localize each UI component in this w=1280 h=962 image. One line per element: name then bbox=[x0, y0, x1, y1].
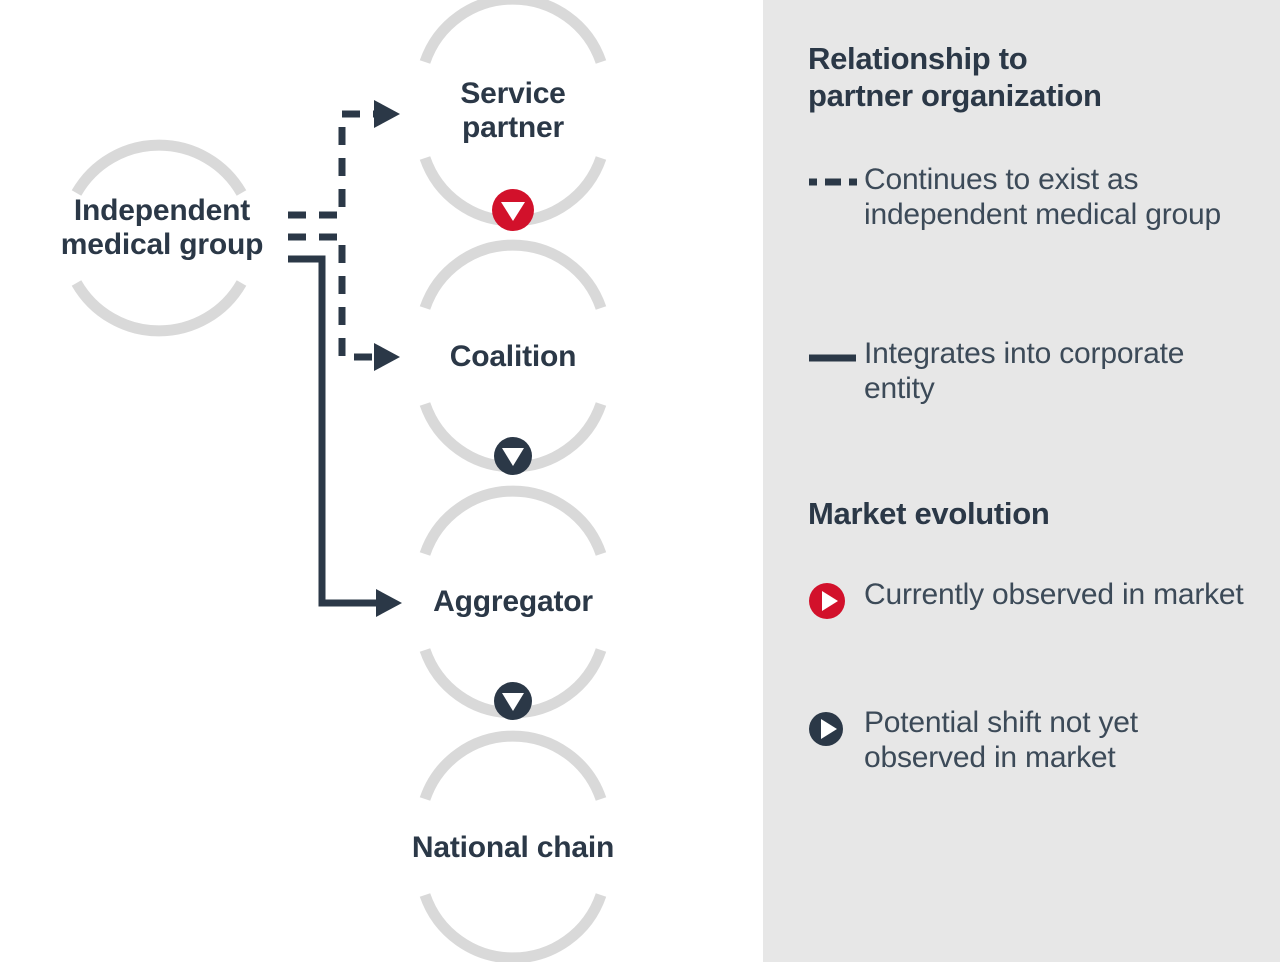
legend-item-potential-shift: Potential shift not yet observed in mark… bbox=[808, 706, 1278, 776]
node-ring-national-chain bbox=[419, 730, 607, 962]
legend-item-continues-independent: Continues to exist as independent medica… bbox=[808, 163, 1258, 233]
legend-heading-market-evolution: Market evolution bbox=[808, 495, 1248, 532]
legend-item-currently-observed: Currently observed in market bbox=[808, 578, 1268, 622]
node-label-coalition: Coalition bbox=[449, 339, 577, 373]
red-down-triangle-icon bbox=[492, 189, 534, 231]
connector-solid-aggregator bbox=[288, 255, 402, 617]
legend-heading-relationship: Relationship to partner organization bbox=[808, 40, 1248, 114]
red-play-icon bbox=[808, 578, 864, 622]
solid-line-icon bbox=[808, 337, 864, 365]
legend-item-label: Potential shift not yet observed in mark… bbox=[864, 706, 1138, 774]
dark-down-triangle-icon-coalition bbox=[494, 437, 532, 475]
dashed-line-icon bbox=[808, 163, 864, 191]
legend-panel: Relationship to partner organization Con… bbox=[763, 0, 1280, 962]
dark-play-icon bbox=[808, 706, 864, 750]
node-label-line-2: medical group bbox=[60, 228, 264, 261]
node-label-line-1: Independent bbox=[73, 193, 251, 227]
diagram-svg bbox=[71, 0, 607, 962]
node-ring-independent-medical-group bbox=[71, 139, 247, 337]
legend-item-label: Continues to exist as independent medica… bbox=[864, 163, 1221, 231]
legend-heading-line-1: Market evolution bbox=[808, 496, 1050, 531]
node-label-line-1: Service bbox=[460, 76, 566, 110]
legend-item-label: Integrates into corporate entity bbox=[864, 337, 1185, 405]
diagram-canvas: Independent medical group Service partne… bbox=[22, 0, 623, 962]
node-label-aggregator: Aggregator bbox=[433, 584, 593, 618]
legend-item-integrates-corporate: Integrates into corporate entity bbox=[808, 337, 1258, 407]
node-label-independent-medical-group: Independent medical group bbox=[22, 194, 302, 262]
connector-dashed-coalition bbox=[288, 233, 400, 371]
legend-heading-line-1: Relationship to bbox=[808, 41, 1028, 76]
legend-item-label: Currently observed in market bbox=[864, 578, 1244, 611]
node-label-national-chain: National chain bbox=[411, 830, 615, 864]
connector-dashed-service-partner bbox=[288, 100, 400, 219]
dark-down-triangle-icon-aggregator bbox=[494, 682, 532, 720]
legend-heading-line-2: partner organization bbox=[808, 78, 1102, 114]
node-label-line-2: partner bbox=[462, 111, 564, 144]
node-label-service-partner: Service partner bbox=[403, 77, 623, 145]
